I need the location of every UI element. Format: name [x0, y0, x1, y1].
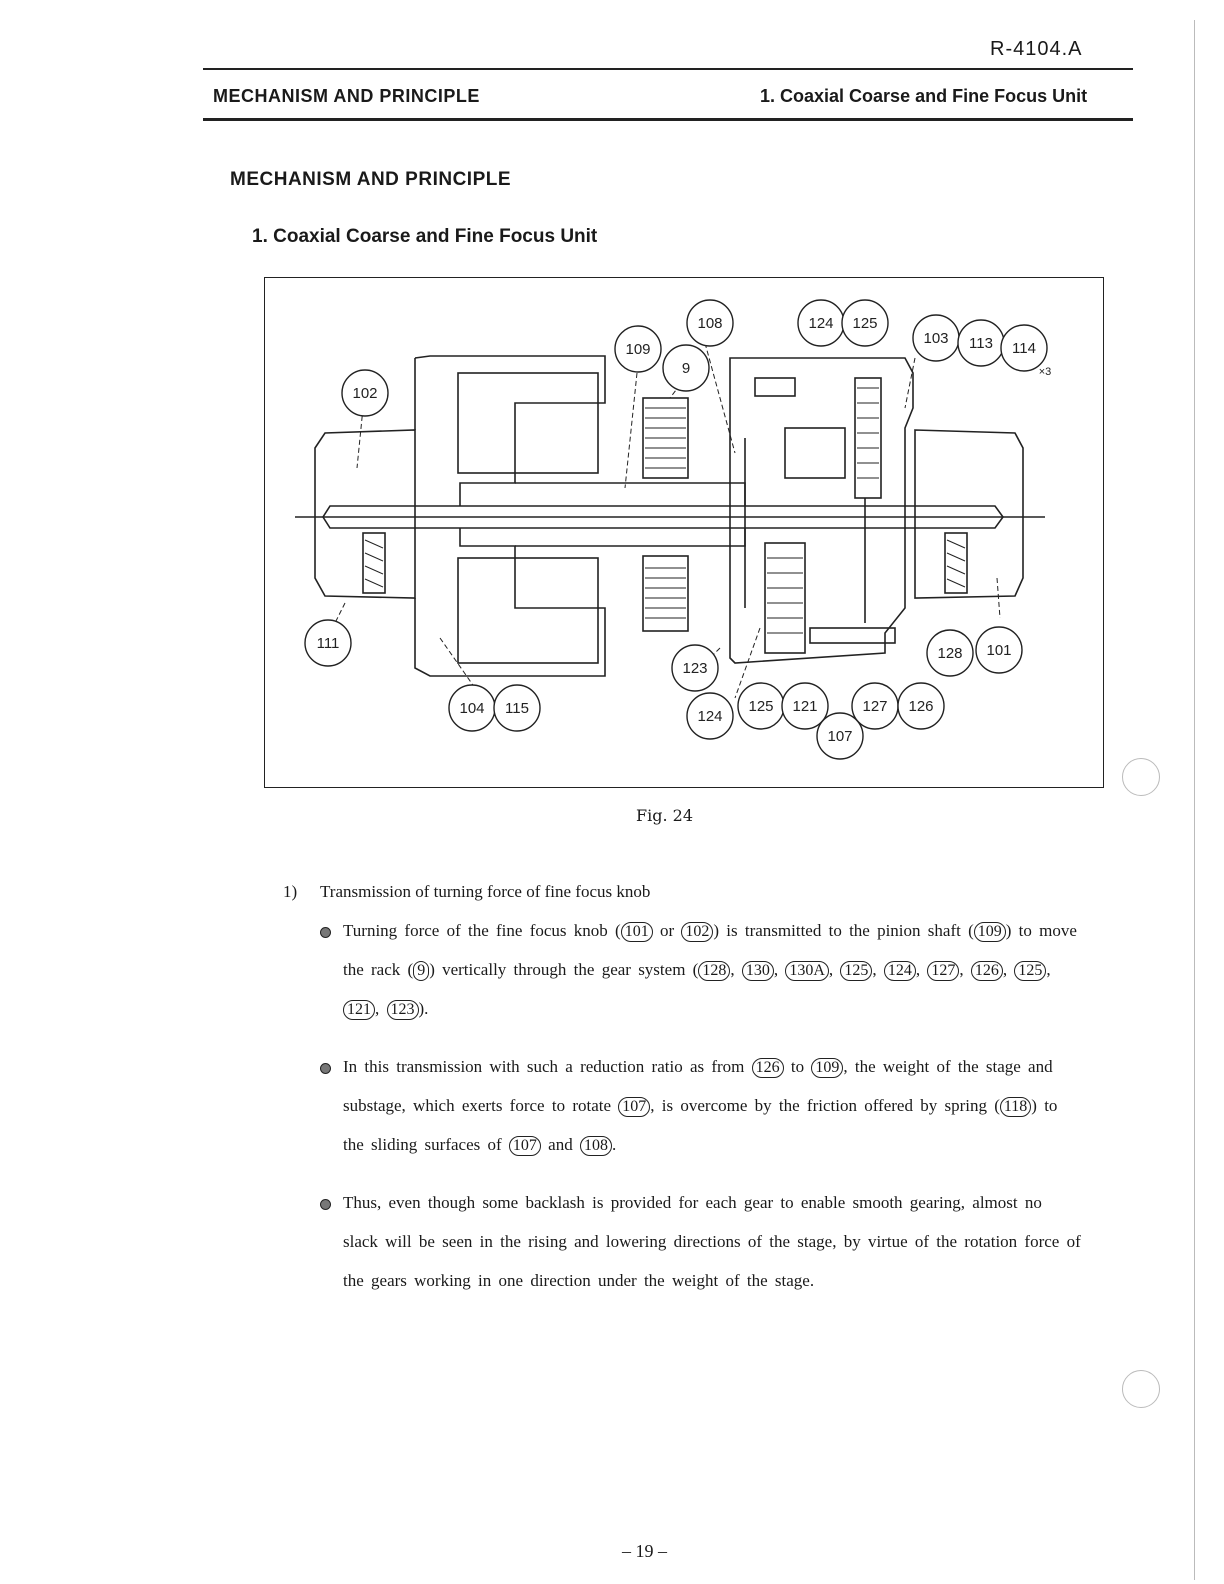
ref-109: 109 [973, 922, 1006, 942]
page-edge-line [1194, 20, 1195, 1580]
ref-107: 107 [508, 1136, 541, 1156]
ref-gear: 130 [741, 961, 774, 981]
callout-115: 115 [505, 700, 529, 717]
callout-109: 109 [625, 341, 650, 358]
callout-104: 104 [459, 700, 484, 717]
callout-114: 114 [1012, 340, 1036, 357]
callout-127: 127 [862, 698, 887, 715]
ref-107: 107 [618, 1097, 651, 1117]
ref-gear: 128 [698, 961, 731, 981]
focus-unit-diagram: 108 124 125 109 9 103 113 114 102 111 10… [295, 299, 1052, 760]
item-title: Transmission of turning force of fine fo… [320, 882, 651, 901]
callout-107: 107 [827, 728, 852, 745]
ref-gear: 123 [386, 1000, 419, 1020]
header-left-title: MECHANISM AND PRINCIPLE [213, 86, 480, 106]
ref-9: 9 [413, 961, 430, 981]
ref-gear: 127 [927, 961, 960, 981]
bullet-icon [320, 1063, 331, 1074]
section-title: MECHANISM AND PRINCIPLE [230, 169, 512, 190]
callout-128: 128 [937, 645, 962, 662]
callout-103: 103 [923, 330, 948, 347]
bullet-icon [320, 927, 331, 938]
ref-gear: 124 [883, 961, 916, 981]
ref-101: 101 [620, 922, 653, 942]
callout-101: 101 [986, 642, 1011, 659]
callout-111: 111 [317, 635, 340, 652]
paragraph-1: Turning force of the fine focus knob (10… [343, 921, 1077, 1020]
paragraph-2: In this transmission with such a reducti… [343, 1057, 1058, 1156]
callout-126: 126 [908, 698, 933, 715]
punch-hole [1122, 1370, 1160, 1408]
header-bottom-rule [203, 118, 1133, 121]
callout-125-top: 125 [852, 315, 877, 332]
item-number: 1) [283, 882, 298, 901]
ref-gear: 125 [1014, 961, 1047, 981]
ref-gear: 126 [970, 961, 1003, 981]
ref-gear: 130A [785, 961, 829, 981]
callout-108: 108 [697, 315, 722, 332]
ref-102: 102 [681, 922, 714, 942]
callout-9: 9 [682, 360, 690, 377]
callout-113: 113 [969, 335, 993, 352]
page-number: – 19 – [622, 1541, 667, 1561]
ref-gear: 121 [343, 1000, 375, 1020]
callout-124-top: 124 [808, 315, 833, 332]
document-number: R-4104.A [990, 38, 1083, 60]
callout-124-bottom: 124 [697, 708, 722, 725]
figure-frame: 108 124 125 109 9 103 113 114 102 111 10… [264, 277, 1104, 788]
subsection-title: 1. Coaxial Coarse and Fine Focus Unit [252, 226, 598, 247]
callout-102: 102 [352, 385, 377, 402]
header-top-rule [203, 68, 1133, 70]
paragraph-3: Thus, even though some backlash is provi… [343, 1193, 1081, 1290]
header-right-title: 1. Coaxial Coarse and Fine Focus Unit [760, 86, 1088, 106]
punch-hole [1122, 758, 1160, 796]
callout-121: 121 [792, 698, 817, 715]
ref-gear: 125 [840, 961, 873, 981]
ref-118: 118 [999, 1097, 1032, 1117]
callout-125-bottom: 125 [748, 698, 773, 715]
ref-126: 126 [751, 1058, 784, 1078]
figure-caption: Fig. 24 [636, 806, 693, 825]
callout-123: 123 [682, 660, 707, 677]
callout-note-x3: ×3 [1039, 366, 1052, 378]
ref-109: 109 [811, 1058, 844, 1078]
ref-108: 108 [579, 1136, 612, 1156]
bullet-icon [320, 1199, 331, 1210]
